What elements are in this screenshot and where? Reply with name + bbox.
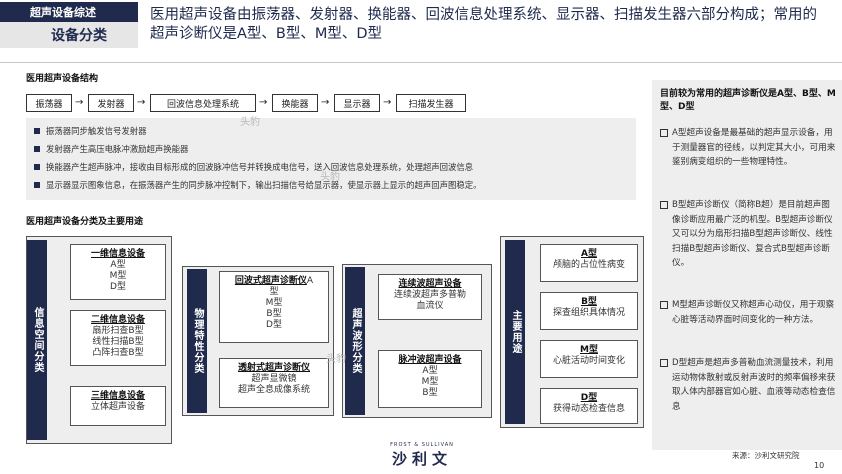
flow-box-transducer: 换能器 (272, 94, 318, 112)
structure-notes-panel (26, 118, 636, 200)
pulse-wave-card: 脉冲波超声设备 A型 M型 B型 (378, 350, 482, 408)
page-number: 10 (814, 461, 825, 470)
flow-box-display: 显示器 (334, 94, 380, 112)
structure-note: 振荡器同步触发信号发射器 (34, 125, 147, 137)
flow-box-echo-processing: 回波信息处理系统 (150, 94, 256, 112)
structure-note: 换能器产生超声脉冲，接收由目标形成的回波脉冲信号并转换成电信号，送入回波信息处理… (34, 161, 473, 173)
square-bullet-icon (34, 182, 40, 188)
watermark: 头豹 (240, 117, 260, 128)
checkbox-bullet-icon (660, 129, 668, 137)
use-d-card: D型 获得动态检查信息 (540, 388, 638, 424)
subsection-tag: 设备分类 (0, 22, 138, 48)
echo-diagnostic-card: 回波式超声诊断仪A 型 M型 B型 D型 (219, 271, 329, 343)
sidebar-item-a: A型超声设备是最基础的超声显示设备，用于测量器官的径线，以判定其大小，可用来鉴别… (660, 126, 838, 170)
flow-box-transmitter: 发射器 (88, 94, 134, 112)
source-note: 来源：沙利文研究院 (732, 451, 800, 460)
structure-note: 显示器显示图象信息，在振荡器产生的同步脉冲控制下，输出扫描信号给显示器，使显示器… (34, 179, 482, 191)
structure-title: 医用超声设备结构 (26, 74, 99, 84)
flow-box-scan-generator: 扫描发生器 (396, 94, 466, 112)
use-a-card: A型 颅脑的占位性病变 (540, 244, 638, 282)
continuous-wave-card: 连续波超声设备 连续波超声多普勒 血流仪 (378, 274, 482, 320)
use-m-card: M型 心脏活动时间变化 (540, 340, 638, 378)
classification-title: 医用超声设备分类及主要用途 (26, 217, 144, 227)
square-bullet-icon (34, 164, 40, 170)
checkbox-bullet-icon (660, 301, 668, 309)
page-headline: 医用超声设备由振荡器、发射器、换能器、回波信息处理系统、显示器、扫描发生器六部分… (150, 7, 817, 42)
sidebar-item-d: D型超声是超声多普勒血流测量技术，利用运动物体散射或反射声波时的频率偏移来获取人… (660, 356, 838, 414)
info-2d-card: 二维信息设备 扇形扫查B型 线性扫描B型 凸阵扫查B型 (70, 310, 166, 366)
checkbox-bullet-icon (660, 201, 668, 209)
info-1d-card: 一维信息设备 A型 M型 D型 (70, 244, 166, 300)
sidebar-item-m: M型超声诊断仪又称超声心动仪，用于观察心脏等活动界面时间变化的一种方法。 (660, 298, 838, 327)
structure-note: 发射器产生高压电脉冲激励超声换能器 (34, 143, 188, 155)
square-bullet-icon (34, 128, 40, 134)
flow-arrow-icon: → (383, 97, 392, 108)
waveform-label: 超声波形分类 (345, 267, 365, 415)
header-divider (0, 62, 842, 63)
physical-label: 物理特性分类 (187, 269, 207, 413)
square-bullet-icon (34, 146, 40, 152)
section-tag: 超声设备综述 (0, 2, 138, 22)
checkbox-bullet-icon (660, 359, 668, 367)
flow-arrow-icon: → (137, 97, 146, 108)
info-3d-card: 三维信息设备 立体超声设备 (70, 386, 166, 426)
sidebar-item-b: B型超声诊断仪（简称B超）是目前超声图像诊断应用最广泛的机型。B型超声诊断仪又可… (660, 198, 838, 271)
watermark: 头豹 (326, 354, 346, 365)
transmission-diagnostic-card: 透射式超声诊断仪 超声显微镜 超声全息成像系统 (219, 358, 329, 408)
flow-arrow-icon: → (321, 97, 330, 108)
sidebar-panel (652, 80, 842, 450)
flow-arrow-icon: → (259, 97, 268, 108)
uses-label: 主要用途 (505, 240, 525, 424)
flow-arrow-icon: → (75, 97, 84, 108)
info-space-label: 信息空间分类 (27, 240, 47, 440)
watermark: 头豹 (320, 172, 340, 183)
use-b-card: B型 探查组织具体情况 (540, 292, 638, 330)
sidebar-title: 目前较为常用的超声诊断仪是A型、B型、M型、D型 (660, 89, 836, 112)
company-logo: FROST & SULLIVAN 沙利文 (390, 442, 454, 468)
flow-box-oscillator: 振荡器 (26, 94, 72, 112)
